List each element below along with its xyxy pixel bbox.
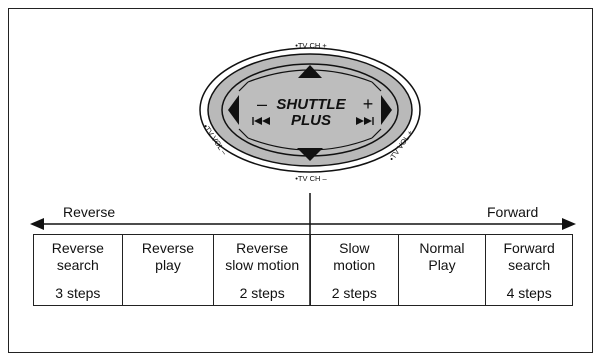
- cell-line1: Reverse: [51, 240, 104, 256]
- tv-ch-plus-label: •TV CH +: [295, 41, 327, 50]
- shuttle-left-arrow-icon[interactable]: [228, 95, 239, 125]
- cell-steps: 4 steps: [506, 285, 552, 301]
- cell-reverse-search: Reverse search 3 steps: [34, 235, 122, 305]
- cell-line1: Forward: [503, 240, 555, 256]
- rewind-icon: [252, 117, 270, 125]
- cell-normal-play: Normal Play: [397, 235, 486, 305]
- shuttle-diagram: – + SHUTTLE PLUS •TV CH + •TV CH – •TV V…: [30, 41, 576, 306]
- cell-line2: search: [508, 257, 551, 273]
- shuttle-title-line1: SHUTTLE: [276, 96, 346, 113]
- cell-line2: search: [56, 257, 99, 273]
- cell-line1: Normal: [419, 240, 465, 256]
- cell-reverse-play: Reverse play: [121, 235, 214, 305]
- cell-reverse-slow-motion: Reverse slow motion 2 steps: [213, 235, 310, 305]
- fast-forward-icon: [356, 117, 374, 125]
- shuttle-minus-label: –: [257, 94, 267, 114]
- cell-steps: 2 steps: [331, 285, 377, 301]
- cell-line2: slow motion: [225, 257, 300, 273]
- cell-forward-search: Forward search 4 steps: [485, 235, 572, 305]
- ch-up-arrow-icon[interactable]: [298, 65, 322, 78]
- tv-ch-minus-label: •TV CH –: [295, 174, 327, 183]
- cell-steps: 2 steps: [239, 285, 285, 301]
- right-arrowhead-icon: [562, 218, 576, 230]
- reverse-label: Reverse: [63, 204, 116, 220]
- shuttle-right-arrow-icon[interactable]: [381, 95, 392, 125]
- cell-slow-motion: Slow motion 2 steps: [309, 235, 398, 305]
- shuttle-title-line2: PLUS: [291, 112, 331, 129]
- cell-line1: Reverse: [141, 240, 195, 256]
- forward-label: Forward: [487, 204, 539, 220]
- cell-line1: Reverse: [236, 240, 289, 256]
- shuttle-plus-label: +: [363, 94, 374, 114]
- ch-down-arrow-icon[interactable]: [297, 148, 323, 161]
- cell-line1: Slow: [339, 240, 370, 256]
- left-arrowhead-icon: [30, 218, 44, 230]
- shuttle-dial[interactable]: [199, 47, 421, 173]
- speed-table: Reverse search 3 steps Reverse play Reve…: [33, 234, 573, 306]
- cell-line2: Play: [428, 257, 456, 273]
- cell-line2: play: [155, 257, 181, 273]
- cell-steps: 3 steps: [55, 285, 101, 301]
- cell-line2: motion: [333, 257, 376, 273]
